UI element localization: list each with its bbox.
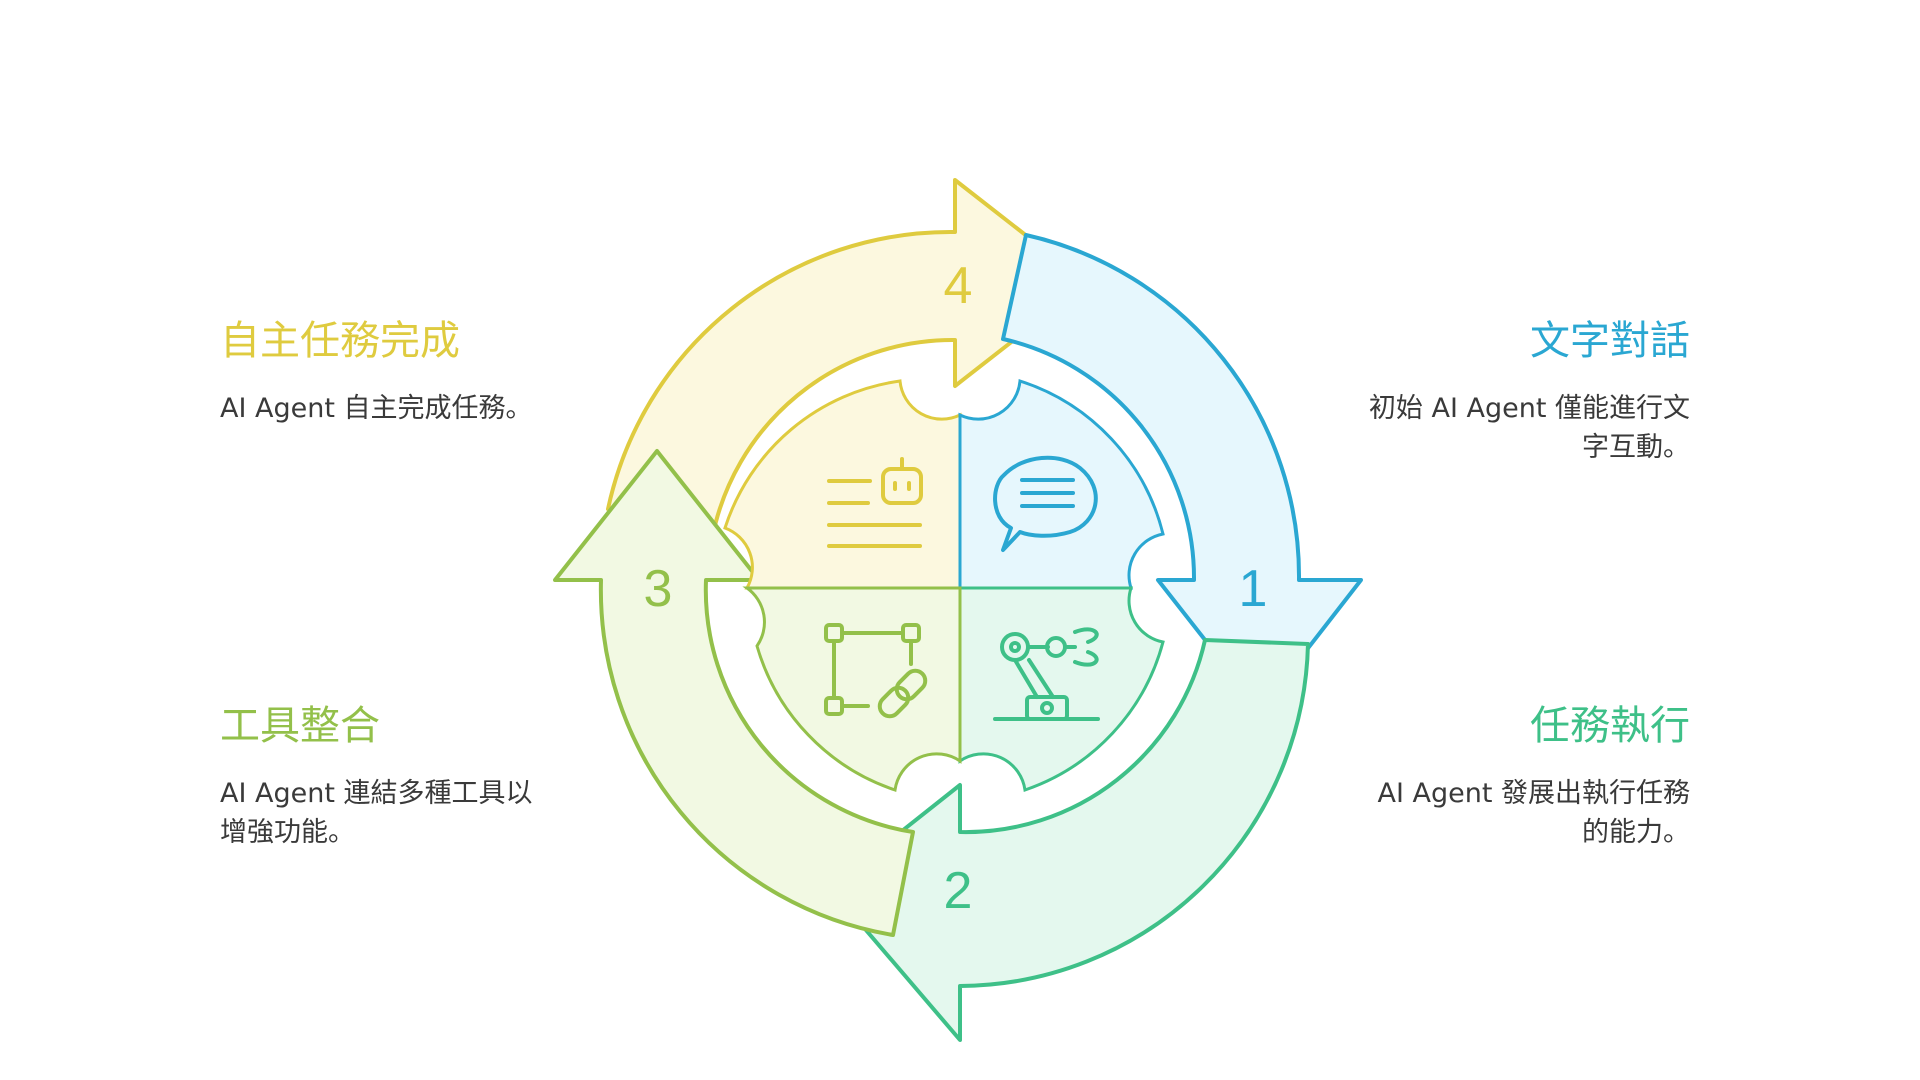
step-2-panel: 任務執行 AI Agent 發展出執行任務的能力。 bbox=[1360, 700, 1690, 852]
step-number-1: 1 bbox=[1239, 560, 1268, 618]
step-3-panel: 工具整合 AI Agent 連結多種工具以增強功能。 bbox=[220, 700, 550, 852]
step-4-panel: 自主任務完成 AI Agent 自主完成任務。 bbox=[220, 315, 550, 428]
robot-document-icon bbox=[827, 457, 923, 548]
cycle-arrow-segment-3 bbox=[553, 449, 915, 937]
step-number-2: 2 bbox=[944, 862, 973, 920]
step-1-title: 文字對話 bbox=[1530, 318, 1690, 364]
step-2-description: AI Agent 發展出執行任務的能力。 bbox=[1377, 778, 1690, 848]
quadrant-step-3 bbox=[742, 586, 962, 792]
step-4-title: 自主任務完成 bbox=[220, 318, 460, 364]
step-4-description: AI Agent 自主完成任務。 bbox=[220, 393, 533, 424]
step-3-title: 工具整合 bbox=[220, 703, 380, 749]
step-1-description: 初始 AI Agent 僅能進行文字互動。 bbox=[1368, 393, 1690, 463]
quadrant-step-4 bbox=[723, 379, 962, 590]
cycle-arrow-segment-2 bbox=[828, 638, 1310, 1042]
chat-bubble-icon bbox=[993, 455, 1098, 552]
step-2-title: 任務執行 bbox=[1530, 703, 1690, 749]
step-1-panel: 文字對話 初始 AI Agent 僅能進行文字互動。 bbox=[1360, 315, 1690, 467]
cycle-arrow-segment-1 bbox=[1001, 233, 1363, 712]
quadrant-step-1 bbox=[958, 379, 1165, 590]
quadrant-step-2 bbox=[958, 586, 1165, 793]
robotic-arm-icon bbox=[993, 627, 1100, 721]
cycle-arrow-segment-4 bbox=[606, 178, 1089, 541]
step-3-description: AI Agent 連結多種工具以增強功能。 bbox=[220, 778, 533, 848]
step-number-3: 3 bbox=[644, 560, 673, 618]
step-number-4: 4 bbox=[944, 257, 973, 315]
connected-nodes-icon bbox=[824, 623, 928, 719]
